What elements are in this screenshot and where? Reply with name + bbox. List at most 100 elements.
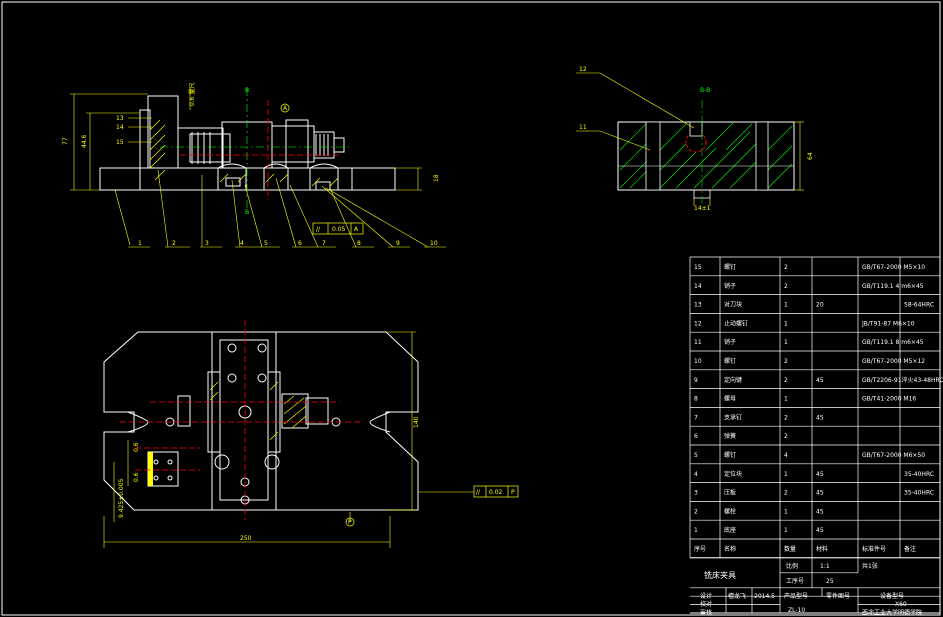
tol2-datum: P [511,489,515,496]
view-mark-p: P [348,519,352,526]
front-view [99,95,396,191]
title-block-equip-label: 设备型号 [880,592,904,600]
parts-row-9-no: 9 [694,377,698,384]
callout-7: 7 [322,240,326,247]
dim-14: 14±1 [694,205,711,212]
parts-row-10-qty: 2 [784,358,788,365]
dim-77: 77 [62,137,69,145]
parts-row-5-name: 螺钉 [724,451,736,459]
parts-row-4-name: 定位块 [724,470,742,478]
callout-1: 1 [138,240,142,247]
parts-row-13-no: 13 [694,302,702,309]
dim-0-6-top: 0.6 量尺 [189,83,196,106]
parts-row-5-no: 5 [694,452,698,459]
parts-row-12-name: 止动螺钉 [724,319,748,327]
callout-10: 10 [430,240,438,247]
tolerance-frame-1 [312,222,364,235]
parts-row-8-qty: 1 [784,396,788,403]
callout-5: 5 [264,240,268,247]
parts-row-2-no: 2 [694,508,698,515]
parts-row-5-qty: 4 [784,452,788,459]
section-view [617,100,795,205]
parts-row-14-qty: 2 [784,283,788,290]
parts-header-qty: 数量 [784,545,796,553]
parts-row-14-std: GB/T119.1 4 m6×45 [862,283,924,290]
parts-row-1-material: 45 [816,527,824,534]
callout-15: 15 [116,139,124,146]
tol1-symbol: // [316,226,321,233]
parts-row-9-qty: 2 [784,377,788,384]
parts-row-11-no: 11 [694,339,702,346]
parts-row-5-std: GB/T67-2000 M6×50 [862,452,925,459]
title-block-check-label: 校对 [700,600,712,608]
front-centerlines [160,88,350,210]
parts-header-note: 备注 [904,545,916,553]
dim-44-6: 44.6 [81,134,88,148]
parts-row-15-qty: 2 [784,264,788,271]
parts-row-3-qty: 2 [784,490,788,497]
title-block-design-label: 设计 [700,592,712,600]
parts-row-13-name: 对刀块 [724,301,742,309]
top-view [103,331,419,511]
tol2-value: 0.02 [489,489,503,496]
parts-row-14-no: 14 [694,283,702,290]
callout-6: 6 [298,240,302,247]
section-mark-b-bot: B [245,209,249,216]
parts-row-3-material: 45 [816,490,824,497]
front-hatch [149,119,339,187]
title-block-drawing-no: ZL-10 [788,607,805,614]
dim-0-6-left2: 0.6 [133,472,140,482]
parts-row-1-name: 底座 [724,526,736,534]
tolerance-frame-2 [473,485,519,498]
tol1-value: 0.05 [332,226,346,233]
dim-250: 250 [240,535,252,542]
title-block-part-label: 零件图号 [826,592,850,600]
parts-row-11-std: GB/T119.1 8 m6×45 [862,339,924,346]
parts-row-4-no: 4 [694,471,698,478]
callout-2: 2 [172,240,176,247]
parts-row-11-name: 销子 [724,338,736,346]
callout-8: 8 [357,240,361,247]
parts-row-2-material: 45 [816,508,824,515]
parts-header-no: 序号 [694,545,706,553]
callout-9: 9 [396,240,400,247]
parts-row-4-material: 45 [816,471,824,478]
callout-3: 3 [205,240,209,247]
top-view-dims [103,331,474,548]
title-block-equip: X60 [895,601,907,608]
parts-row-7-name: 支承钉 [724,413,742,421]
parts-row-6-name: 弹簧 [724,432,736,440]
parts-row-4-qty: 1 [784,471,788,478]
parts-row-6-no: 6 [694,433,698,440]
parts-row-6-qty: 2 [784,433,788,440]
parts-row-8-name: 螺母 [724,395,736,403]
parts-row-7-material: 45 [816,414,824,421]
parts-row-12-qty: 1 [784,320,788,327]
parts-row-8-std: GB/T41-2000 M16 [862,396,916,403]
parts-row-15-name: 螺钉 [724,263,736,271]
parts-row-2-name: 螺栓 [724,507,736,515]
parts-header-std: 标准件号 [862,545,886,553]
front-red-axis [180,100,340,200]
title-block-school: 西北工业大学明德学院 [862,609,922,617]
parts-row-15-std: GB/T67-2000 M5×10 [862,264,925,271]
parts-row-9-std: GB/T2206-91淬火43-48HRC [862,376,943,384]
parts-header-material: 材料 [816,545,828,553]
parts-row-10-no: 10 [694,358,702,365]
callout-12: 12 [579,66,587,73]
title-block-title: 铣床夹具 [704,570,736,580]
parts-row-7-no: 7 [694,414,698,421]
bottom-callout-leaders [114,169,446,248]
dim-140: 140 [413,416,420,428]
title-block-sheets: 共1张 [862,562,878,570]
parts-row-9-material: 45 [816,377,824,384]
parts-row-4-note: 35-40HRC [904,471,934,478]
section-mark-b-top: B [245,87,249,94]
parts-header-name: 名称 [724,545,736,553]
title-block-approve-label: 审核 [700,609,712,617]
parts-row-9-name: 定向键 [724,376,742,384]
parts-row-8-no: 8 [694,396,698,403]
